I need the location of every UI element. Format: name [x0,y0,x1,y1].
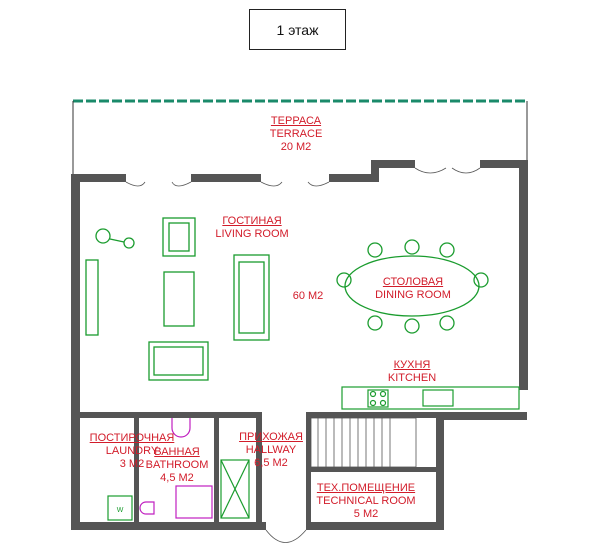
room-terrace: ТЕРРАСА TERRACE 20 М2 [269,115,323,153]
living-area: 60 М2 [292,290,324,302]
room-living: ГОСТИНАЯ LIVING ROOM [215,215,289,240]
interior-walls [80,412,436,522]
room-technical: ТЕХ.ПОМЕЩЕНИЕ TECHNICAL ROOM 5 М2 [316,482,416,520]
staircase [310,417,417,468]
dining-set [336,239,489,334]
room-kitchen: КУХНЯ KITCHEN [387,359,437,384]
washer: W [107,495,133,521]
hallway-wardrobe [220,459,250,519]
kitchen-counter [341,386,520,410]
terrace-doors [125,167,481,187]
room-bathroom: ВАННАЯ BATHROOM 4,5 М2 [145,446,209,484]
living-furniture [85,217,270,381]
room-laundry: ПОСТИРОЧНАЯ LAUNDRY 3 М2 [89,432,175,470]
exterior-walls [71,160,528,530]
bathroom-fixtures [139,418,213,519]
svg-text:W: W [117,507,124,514]
floor-title: 1 этаж [249,9,346,50]
room-hallway: ПРИХОЖАЯ HALLWAY 6,5 М2 [239,431,303,469]
room-dining: СТОЛОВАЯ DINING ROOM [375,276,451,301]
terrace-outline [72,99,528,178]
entrance-door [265,529,307,543]
